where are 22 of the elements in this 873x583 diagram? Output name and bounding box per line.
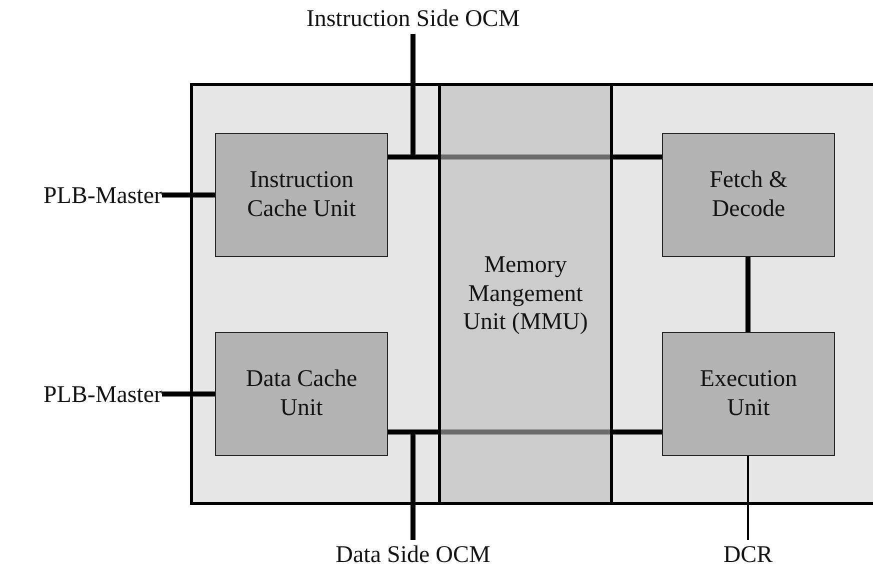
unit-box [215, 332, 388, 456]
unit-box [662, 332, 835, 456]
connector-line [613, 430, 662, 434]
port-label: DCR [723, 540, 773, 570]
unit-label: Data Cache Unit [244, 365, 358, 423]
connector-line [613, 154, 662, 160]
port-label: Instruction Side OCM [306, 4, 520, 34]
unit-label: Fetch & Decode [708, 166, 788, 224]
port-label: PLB-Master [43, 182, 162, 210]
connector-line [746, 257, 750, 332]
unit-label: Execution Unit [698, 365, 798, 423]
unit-label: Instruction Cache Unit [246, 166, 357, 224]
cpu-block [190, 83, 873, 505]
connector-line [162, 192, 215, 198]
unit-label: Memory Mangement Unit (MMU) [462, 250, 589, 338]
unit-box [215, 133, 388, 257]
mmu-column [438, 83, 613, 505]
port-label: Data Side OCM [336, 540, 490, 570]
connector-line [747, 456, 749, 540]
unit-box [662, 133, 835, 257]
connector-line [162, 392, 215, 396]
port-label: PLB-Master [43, 380, 162, 410]
